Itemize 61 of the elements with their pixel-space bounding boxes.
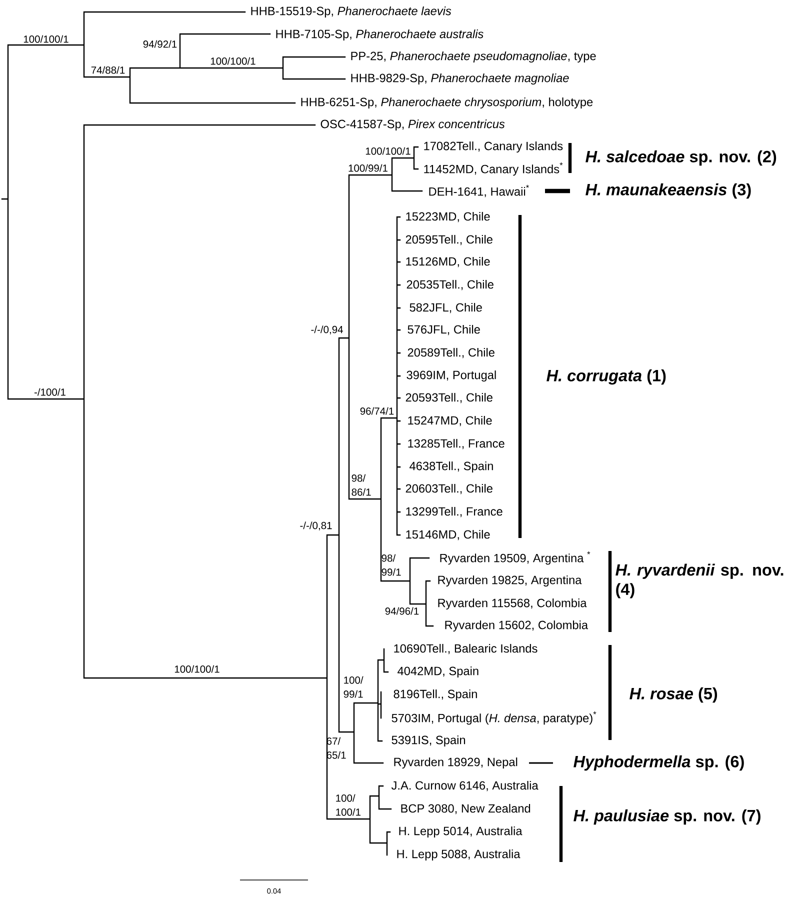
- support-value: 100/100/1: [174, 665, 220, 673]
- taxon-label: BCP 3080, New Zealand: [401, 804, 530, 814]
- taxon-label: HHB-7105-Sp, Phanerochaete australis: [276, 29, 484, 41]
- support-value: 94/92/1: [143, 40, 177, 48]
- taxon-label: 15223MD, Chile: [406, 212, 490, 222]
- taxon-label: 17082Tell., Canary Islands: [424, 141, 563, 153]
- taxon-label: 11452MD, Canary Islands$^{*}$: [424, 162, 563, 176]
- taxon-label: H. Lepp 5014, Australia: [399, 826, 522, 838]
- taxon-label: Ryvarden 115568, Colombia: [438, 598, 587, 610]
- taxon-label: DEH-1641, Hawaii$^{*}$: [429, 184, 529, 198]
- taxon-label: 10690Tell., Balearic Islands: [394, 644, 538, 654]
- support-value: 96/74/1: [360, 407, 394, 415]
- clade-name: H. corrugata (1): [546, 369, 666, 385]
- support-value: 98/ 86/1: [352, 474, 371, 496]
- support-value: 94/96/1: [385, 607, 419, 615]
- taxon-label: Ryvarden 15602, Colombia: [445, 620, 588, 632]
- support-value: 100/100/1: [24, 35, 68, 43]
- taxon-label: 20593Tell., Chile: [406, 392, 492, 404]
- support-value: -/-/0,94: [311, 326, 343, 334]
- support-value: 100/ 99/1: [344, 676, 364, 698]
- taxon-label: 3969IM, Portugal: [406, 370, 496, 382]
- taxon-label: 5703IM, Portugal (H. densa, paratype)$^{*}$: [392, 711, 596, 725]
- taxon-label: 15146MD, Chile: [406, 530, 490, 540]
- support-value: 100/ 100/1: [336, 794, 361, 816]
- taxon-label: 4042MD, Spain: [398, 666, 478, 678]
- taxon-label: 15247MD, Chile: [408, 416, 492, 426]
- taxon-label: J.A. Curnow 6146, Australia: [391, 780, 538, 792]
- taxon-label: 582JFL, Chile: [410, 302, 482, 314]
- taxon-label: Ryvarden 19509, Argentina $^{*}$: [440, 551, 590, 565]
- clade-name: H. paulusiae sp. nov. (7): [574, 809, 760, 825]
- clade-name: H. rosae (5): [630, 687, 718, 703]
- taxon-label: Ryvarden 19825, Argentina: [438, 575, 582, 587]
- taxon-label: HHB-15519-Sp, Phanerochaete laevis: [251, 6, 452, 18]
- taxon-label: 8196Tell., Spain: [394, 689, 477, 701]
- taxon-label: Ryvarden 18929, Nepal: [394, 757, 518, 769]
- taxon-label: HHB-9829-Sp, Phanerochaete magnoliae: [351, 73, 569, 85]
- taxon-label: 4638Tell., Spain: [410, 461, 493, 473]
- taxon-label: 5391IS, Spain: [392, 735, 466, 747]
- support-value: 100/99/1: [348, 164, 388, 172]
- clade-name: H. ryvardenii sp. nov. (4): [616, 564, 784, 598]
- taxon-label: OSC-41587-Sp, Pirex concentricus: [320, 119, 505, 131]
- taxon-label: PP-25, Phanerochaete pseudomagnoliae, type: [351, 51, 596, 63]
- support-value: -/100/1: [34, 388, 66, 396]
- taxon-label: HHB-6251-Sp, Phanerochaete chrysosporium, holotype: [301, 97, 593, 109]
- taxon-label: 576JFL, Chile: [408, 324, 480, 336]
- clade-name: H. maunakeaensis (3): [586, 183, 751, 199]
- taxon-label: 13285Tell., France: [408, 438, 504, 450]
- taxon-label: 20603Tell., Chile: [406, 484, 492, 494]
- support-value: 98/ 99/1: [382, 554, 401, 576]
- taxon-label: 15126MD, Chile: [406, 256, 490, 268]
- taxon-label: 20535Tell., Chile: [406, 280, 494, 290]
- taxon-label: 13299Tell., France: [406, 506, 502, 518]
- support-value: -/-/0,81: [300, 522, 332, 530]
- clade-name: H. salcedoae sp. nov. (2): [586, 150, 776, 166]
- taxon-label: H. Lepp 5088, Australia: [397, 849, 520, 861]
- taxon-label: 20589Tell., Chile: [408, 348, 494, 358]
- clade-name: Hyphodermella sp. (6): [574, 755, 744, 771]
- support-value: 100/100/1: [210, 57, 256, 65]
- support-value: 100/100/1: [366, 147, 410, 155]
- taxon-label: 20595Tell., Chile: [406, 234, 492, 246]
- support-value: 74/88/1: [91, 66, 125, 74]
